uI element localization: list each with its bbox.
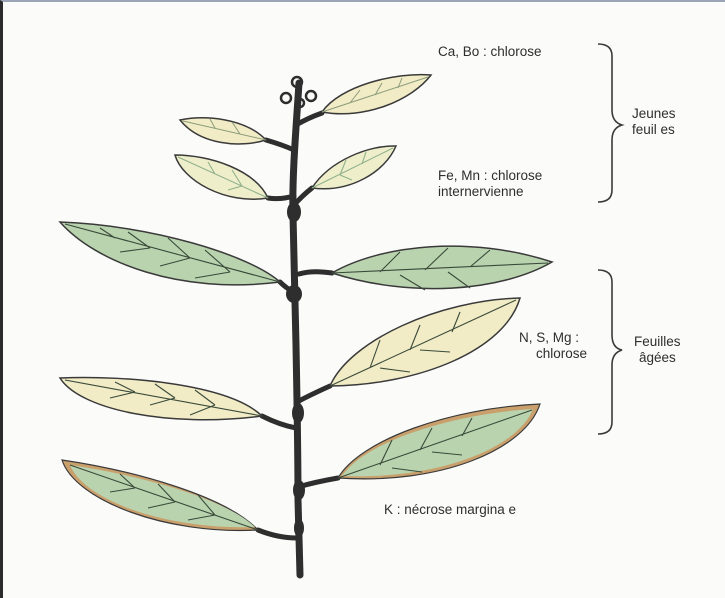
leaf-young-lower-left: [175, 155, 268, 199]
label-young-leaves-2: feuil es: [632, 122, 675, 138]
label-interveinal: internervienne: [438, 184, 524, 200]
leaf-old-left-chlorotic: [60, 377, 262, 419]
leaf-young-lower-right: [312, 146, 396, 189]
brace-young-leaves: [598, 44, 622, 202]
label-old-leaves-2: âgées: [639, 350, 676, 366]
leaf-mid-left-large: [60, 222, 280, 285]
label-young-leaves-1: Jeunes: [632, 106, 676, 122]
leaf-mid-right-large: [332, 246, 552, 290]
label-old-leaves-1: Feuilles: [634, 334, 681, 350]
plant-stem: [293, 83, 300, 575]
leaf-young-top-right: [322, 75, 431, 114]
label-k-marginal-necrosis: K : nécrose margina e: [384, 502, 516, 518]
leaf-old-right-chlorotic: [330, 298, 520, 386]
label-n-s-mg-chlorosis: chlorose: [536, 346, 587, 362]
leaf-k-right-necrotic: [338, 404, 540, 479]
brace-old-leaves: [598, 270, 622, 434]
leaf-k-left-necrotic: [62, 460, 258, 530]
leaf-young-upper-left: [180, 118, 266, 144]
label-n-s-mg: N, S, Mg :: [519, 330, 579, 346]
label-fe-mn-chlorosis: Fe, Mn : chlorose: [438, 168, 542, 184]
label-ca-bo-chlorosis: Ca, Bo : chlorose: [438, 44, 542, 60]
